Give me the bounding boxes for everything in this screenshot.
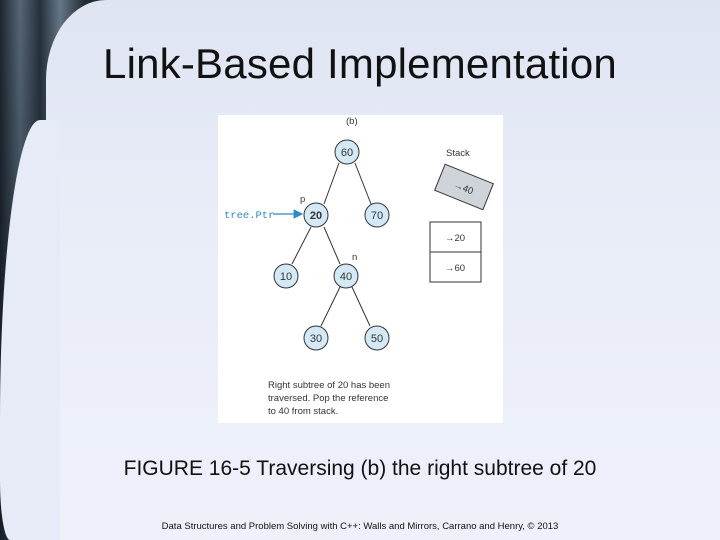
edge-60-20 <box>323 162 340 205</box>
stack-box: →20 →60 <box>429 221 482 283</box>
stack-title: Stack <box>446 148 470 159</box>
stack-entry-2: →60 <box>445 263 465 274</box>
panel-label: (b) <box>346 116 358 127</box>
node-10: 10 <box>273 263 299 289</box>
n-label: n <box>352 252 357 263</box>
tree-diagram: (b) 60 20 70 10 40 30 <box>224 116 495 417</box>
p-label: p <box>300 194 305 205</box>
note-line-2: traversed. Pop the reference <box>268 393 388 404</box>
svg-text:70: 70 <box>371 210 383 222</box>
stack-entry-1: →20 <box>445 233 465 244</box>
node-50: 50 <box>364 325 390 351</box>
stack-popped-entry: →40 <box>433 163 495 211</box>
svg-text:40: 40 <box>340 271 352 283</box>
edge-40-30 <box>320 286 341 327</box>
node-70: 70 <box>364 202 390 228</box>
figure-caption: FIGURE 16-5 Traversing (b) the right sub… <box>123 457 597 480</box>
tree-figure: (b) 60 20 70 10 40 30 <box>218 115 503 423</box>
note-line-3: to 40 from stack. <box>268 406 338 417</box>
svg-text:30: 30 <box>310 333 322 345</box>
edge-20-40 <box>323 226 341 265</box>
edge-40-50 <box>351 286 371 327</box>
note-line-1: Right subtree of 20 has been <box>268 380 390 391</box>
slide-footer: Data Structures and Problem Solving with… <box>161 521 559 532</box>
slide-title: Link-Based Implementation <box>103 40 617 87</box>
svg-text:60: 60 <box>341 147 353 159</box>
svg-text:10: 10 <box>280 271 292 283</box>
svg-text:20: 20 <box>310 210 322 222</box>
tree-ptr-label: tree.Ptr <box>224 210 274 222</box>
node-20: 20 <box>303 202 329 228</box>
svg-text:50: 50 <box>371 333 383 345</box>
node-30: 30 <box>303 325 329 351</box>
edge-20-10 <box>291 226 312 265</box>
edge-60-70 <box>354 162 372 205</box>
node-60: 60 <box>334 139 360 165</box>
node-40: 40 <box>333 263 359 289</box>
